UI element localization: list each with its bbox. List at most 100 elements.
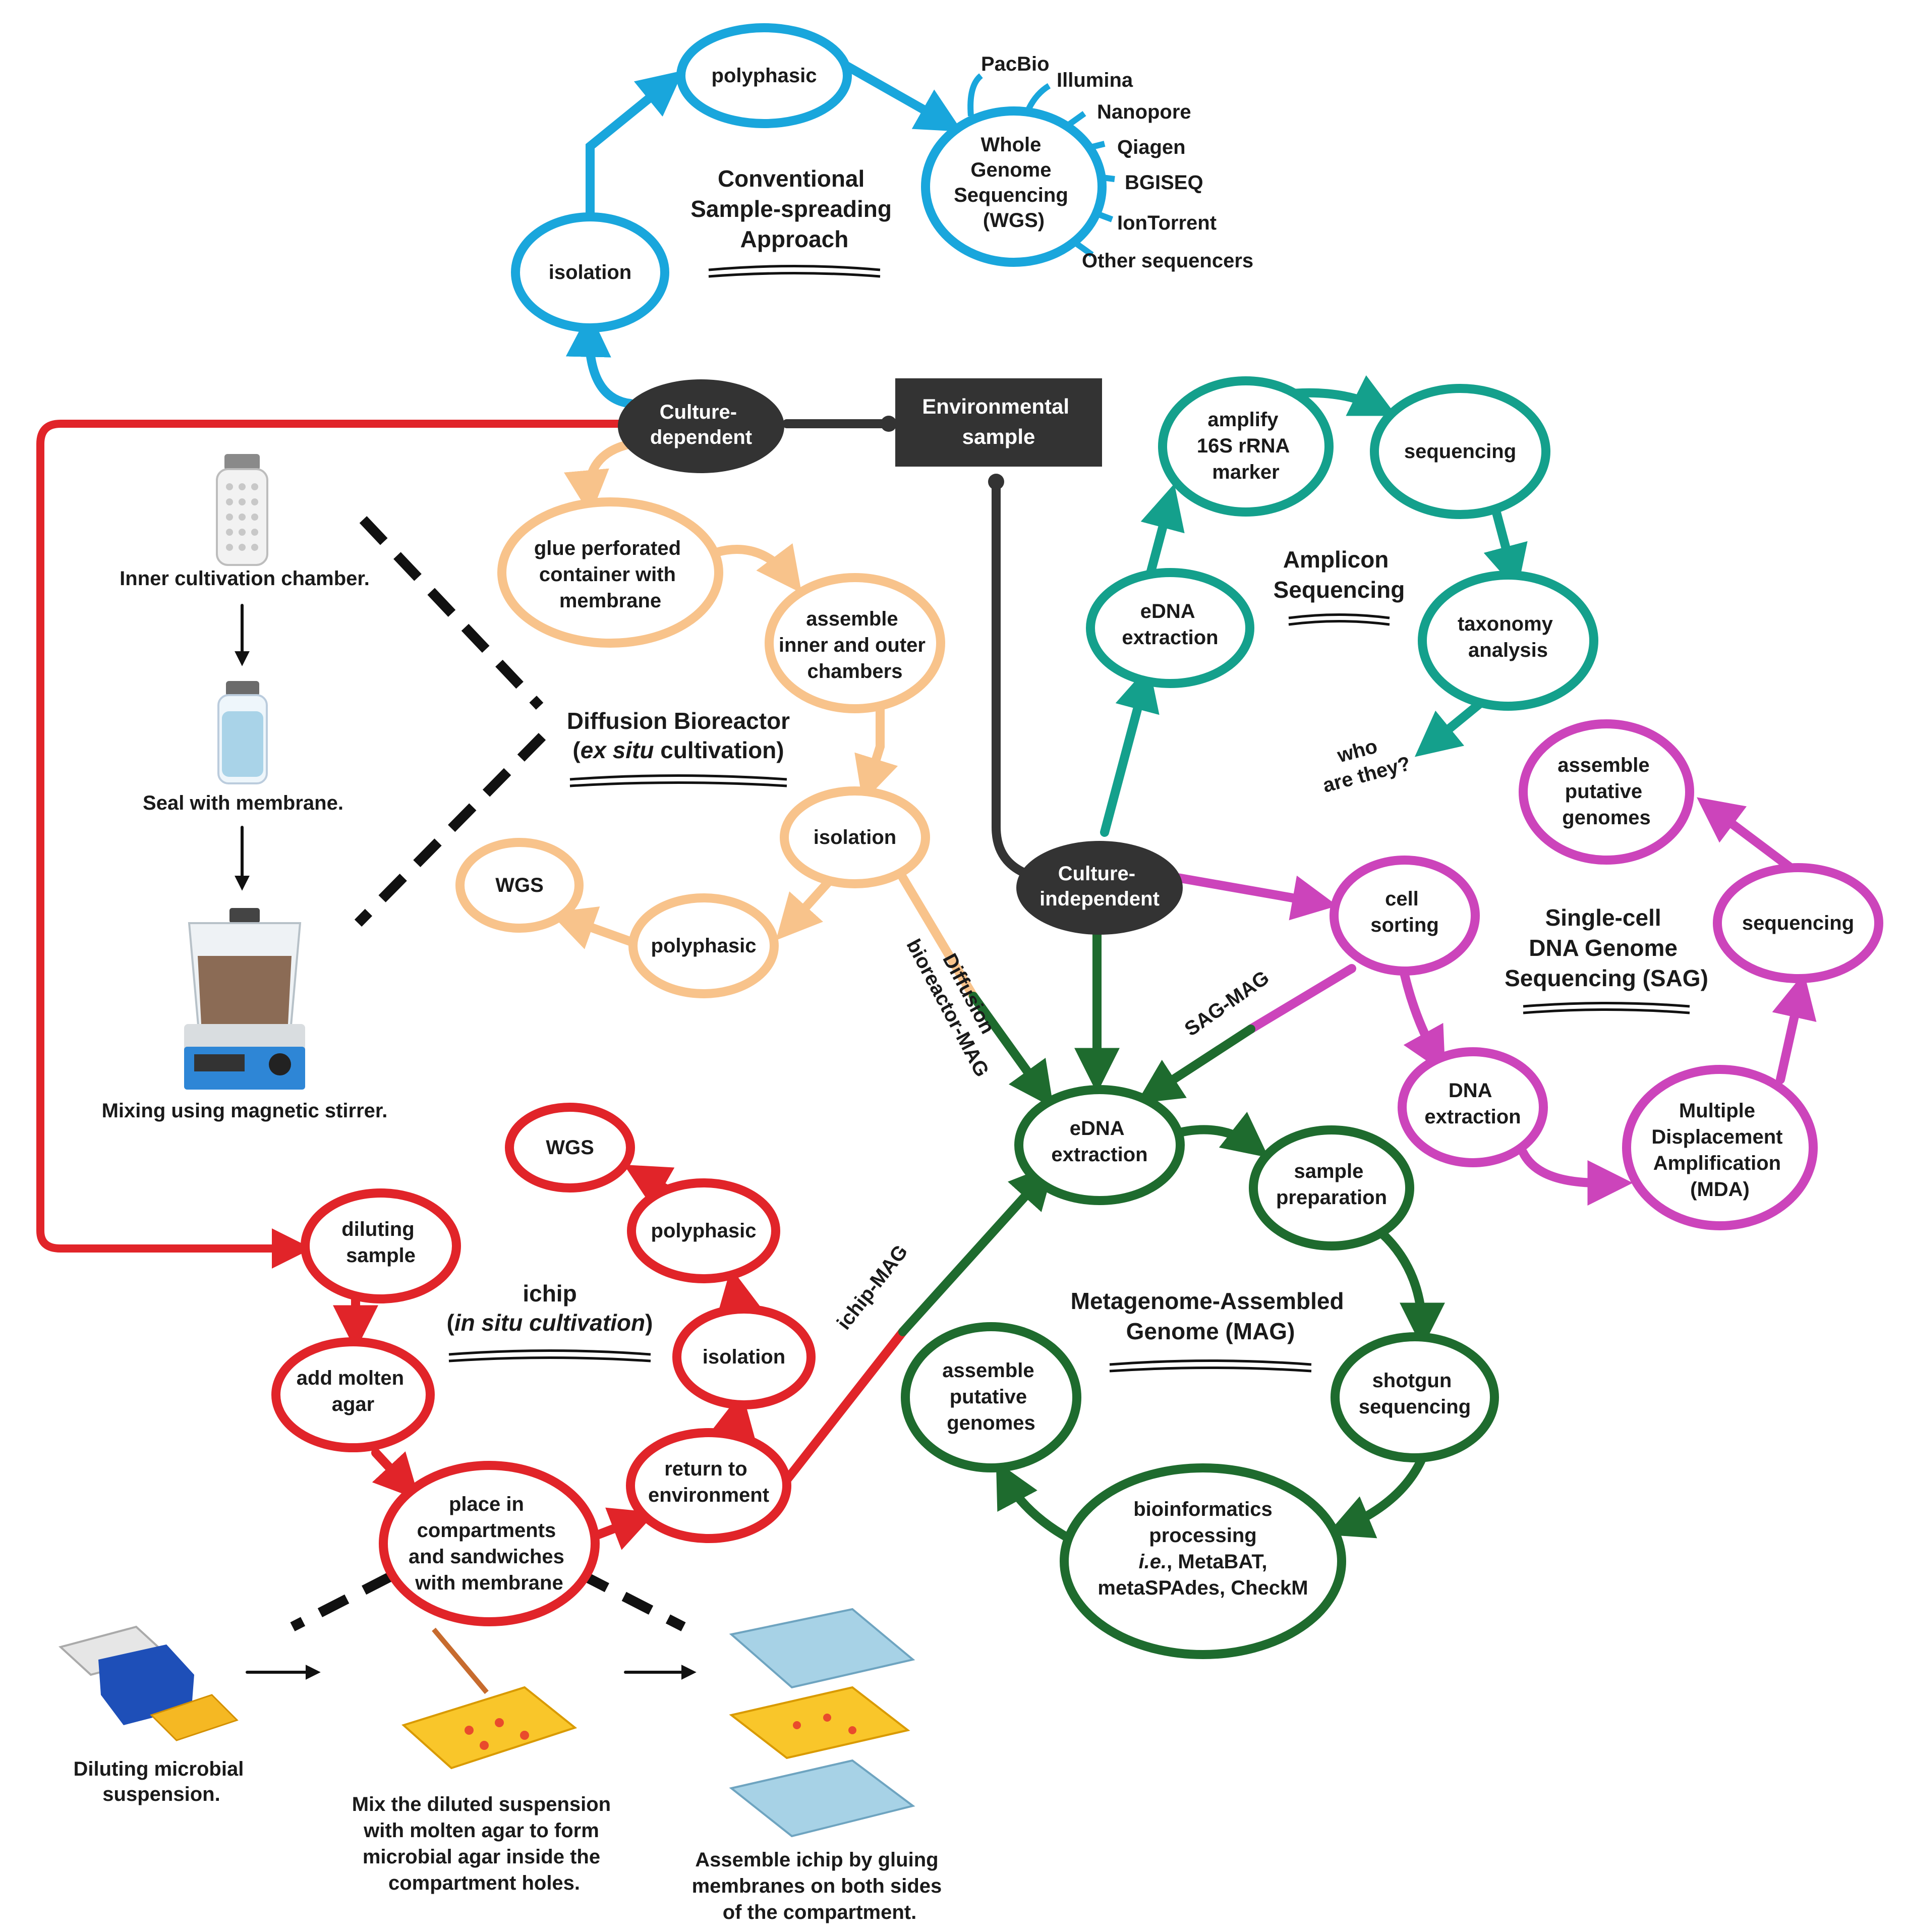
- svg-text:return to environment: return to environment: [648, 1458, 769, 1506]
- culture-dependent-node: [618, 379, 784, 473]
- shotgun-label: shotgun: [1372, 1370, 1452, 1392]
- hub-dot: [988, 474, 1004, 490]
- dna-extraction-node: [1398, 1047, 1548, 1167]
- wgs-label: WGS: [495, 874, 544, 896]
- place-node: [379, 1461, 600, 1626]
- cell-sorting-label: cell: [1385, 888, 1419, 910]
- svg-text:shotgun sequencing: shotgun sequencing: [1359, 1370, 1471, 1418]
- wgs-label: (WGS): [983, 209, 1045, 232]
- agar-plate-illustration: [401, 1627, 577, 1770]
- glue-label: membrane: [559, 590, 661, 612]
- sag-title: DNA Genome: [1529, 935, 1678, 961]
- bioinformatics-label: i.e., MetaBAT,: [1139, 1551, 1267, 1573]
- shotgun-label: sequencing: [1359, 1396, 1471, 1418]
- svg-text:Culture- independent: Culture- independent: [1039, 863, 1160, 910]
- diluting-label: sample: [346, 1244, 416, 1267]
- culture-independent-node: [1016, 841, 1183, 935]
- svg-text:taxonomy analysis: taxonomy analysis: [1458, 613, 1558, 661]
- link-taxonomy-to-who: [1414, 697, 1487, 757]
- title-underline: [1288, 613, 1390, 626]
- step-inner-chamber: Inner cultivation chamber.: [120, 567, 370, 590]
- add-agar-node: [271, 1337, 435, 1452]
- isolation-label: isolation: [549, 261, 631, 283]
- svg-text:eDNA extraction: eDNA extraction: [1122, 600, 1218, 649]
- assemble-label: genomes: [947, 1412, 1035, 1434]
- place-label: and sandwiches: [409, 1546, 564, 1568]
- sequencer-bgiseq: BGISEQ: [1125, 172, 1203, 194]
- conventional-section: isolation polyphasic Whole Genome Sequen…: [511, 23, 1253, 332]
- amplify-label: marker: [1212, 461, 1279, 483]
- cell-sorting-label: sorting: [1370, 914, 1439, 936]
- sag-section: cell sorting DNA extraction Multiple Dis…: [1181, 719, 1883, 1230]
- assemble-node: [765, 573, 945, 713]
- place-label: place in: [449, 1493, 524, 1515]
- svg-text:Amplicon Sequencing: Amplicon Sequencing: [1274, 546, 1405, 603]
- amplicon-title: Amplicon: [1283, 546, 1389, 573]
- svg-text:Assemble ichip by gluing: Assemble ichip by gluing membranes on bo…: [692, 1849, 948, 1923]
- link-bioinf-to-assemble: [996, 1461, 1074, 1543]
- assemble-label: assemble: [1557, 754, 1649, 776]
- assemble-label: inner and outer: [779, 634, 926, 656]
- wgs-label: Genome: [970, 159, 1051, 181]
- polyphasic-label: polyphasic: [651, 1220, 757, 1242]
- link-edna-to-amplify: [1140, 483, 1185, 580]
- svg-text:Conventional Sample-spre: Conventional Sample-spreading Approach: [690, 165, 898, 252]
- link-sample-prep-to-shotgun: [1377, 1229, 1445, 1348]
- isolation-node: [780, 786, 930, 888]
- dilution-box-illustration: [58, 1625, 239, 1741]
- mda-label: Displacement: [1651, 1126, 1782, 1148]
- wgs-label: Sequencing: [954, 184, 1068, 206]
- dna-extraction-label: extraction: [1424, 1106, 1521, 1128]
- link-sequencing-to-assemble: [1697, 797, 1795, 872]
- sequencing-label: sequencing: [1404, 440, 1516, 463]
- ichip-mag-link-label: ichip-MAG: [833, 1241, 912, 1334]
- bioinformatics-label: bioinformatics: [1133, 1498, 1273, 1520]
- link-diffusion-to-mag-orange: [898, 873, 978, 1001]
- step-assemble-ichip: membranes on both sides: [692, 1875, 942, 1897]
- link-isolation-to-polyphasic: [776, 873, 837, 941]
- sequencer-nanopore: Nanopore: [1097, 101, 1191, 123]
- bioinformatics-label: processing: [1149, 1524, 1256, 1547]
- link-cell-sorting-to-mag-green: [1136, 1025, 1255, 1104]
- step-mix-suspension: with molten agar to form: [363, 1820, 599, 1842]
- callout-dash: [359, 516, 544, 710]
- title-underline: [448, 1349, 651, 1362]
- link-polyphasic-to-wgs: [833, 56, 963, 132]
- inner-chamber-illustration: [216, 454, 268, 566]
- taxonomy-label: analysis: [1468, 639, 1548, 661]
- taxonomy-node: [1418, 571, 1598, 711]
- shotgun-node: [1331, 1332, 1499, 1462]
- culture-dependent-label: dependent: [650, 426, 752, 448]
- svg-text:assemble putative: assemble putative genomes: [1557, 754, 1655, 829]
- magnetic-stirrer-illustration: [184, 908, 305, 1090]
- svg-text:Multiple Displacement: Multiple Displacement Amplification (MDA…: [1651, 1100, 1788, 1201]
- title-underline: [1109, 1359, 1312, 1373]
- taxonomy-label: taxonomy: [1458, 613, 1553, 635]
- svg-text:Diluting microbial suspe: Diluting microbial suspension.: [74, 1758, 250, 1805]
- edna-label: extraction: [1051, 1144, 1147, 1166]
- svg-text:assemble inner and outer: assemble inner and outer chambers: [779, 608, 931, 683]
- amplify-label: 16S rRNA: [1197, 435, 1290, 457]
- conventional-title: Conventional: [718, 165, 864, 192]
- link-shotgun-to-bioinf: [1326, 1453, 1427, 1539]
- amplicon-title: Sequencing: [1274, 577, 1405, 603]
- sample-prep-node: [1249, 1125, 1414, 1251]
- sequencer-iontorrent: IonTorrent: [1117, 212, 1217, 234]
- sequencer-pacbio: PacBio: [981, 53, 1050, 75]
- mag-section: eDNA extraction sample preparation shotg…: [901, 1085, 1499, 1659]
- ichip-subtitle: (in situ cultivation): [447, 1310, 653, 1336]
- isolation-node: [672, 1304, 816, 1409]
- edna-label: extraction: [1122, 627, 1218, 649]
- culture-independent-label: independent: [1039, 888, 1160, 910]
- assemble-label: chambers: [807, 660, 903, 683]
- return-label: environment: [648, 1484, 769, 1506]
- svg-text:Environmental sample: Environmental sample: [922, 394, 1075, 448]
- link-glue-to-assemble: [712, 543, 802, 593]
- svg-text:Culture- dependent: Culture- dependent: [650, 401, 752, 448]
- link-culture-to-diluting: [36, 420, 634, 1269]
- bioinformatics-label: metaSPAdes, CheckM: [1098, 1577, 1308, 1599]
- link-cell-sorting-to-mag-magenta: [1246, 964, 1356, 1034]
- step-mix-suspension: Mix the diluted suspension: [352, 1793, 611, 1815]
- mda-node: [1622, 1065, 1818, 1230]
- glue-label: container with: [539, 563, 676, 586]
